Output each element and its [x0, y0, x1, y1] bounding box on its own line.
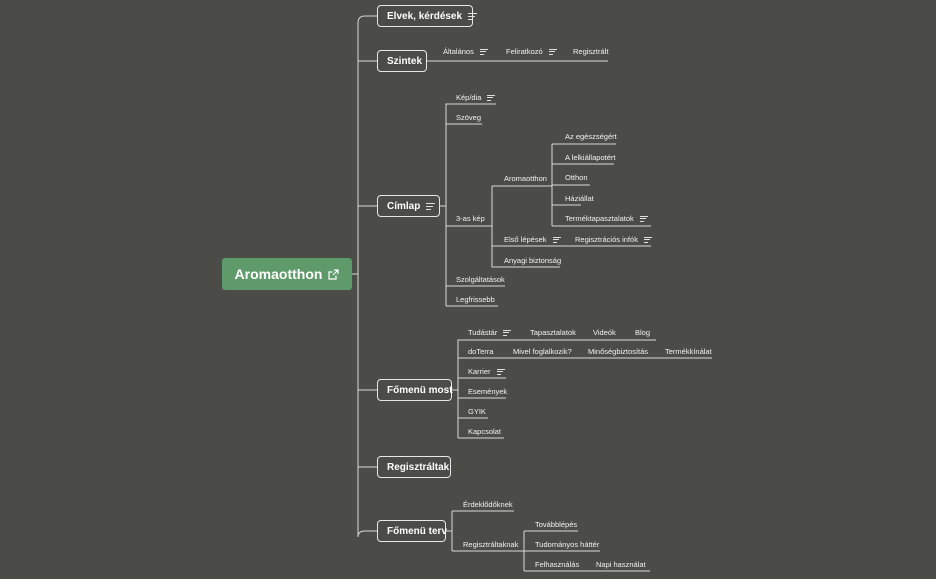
node-termektap-label: Terméktapasztalatok [565, 214, 634, 223]
node-napi[interactable]: Napi használat [596, 560, 646, 569]
node-doterra-label: doTerra [468, 347, 494, 356]
node-szoveg-label: Szöveg [456, 113, 482, 122]
node-regisztralt-label: Regisztrált [573, 47, 609, 56]
node-mivel[interactable]: Mivel foglalkozik? [513, 347, 572, 356]
node-lelki[interactable]: A lelkiállapotért [565, 153, 615, 162]
node-minoseg[interactable]: Minőségbiztosítás [588, 347, 648, 356]
node-aromaotthon-label: Aromaotthon [504, 174, 547, 183]
node-egeszseg-label: Az egészségért [565, 132, 617, 141]
notes-icon [552, 236, 561, 243]
topic-fomenu-most[interactable]: Főmenü most [377, 379, 453, 401]
topic-szintek-label: Szintek [387, 55, 423, 67]
node-gyik[interactable]: GYIK [468, 407, 486, 416]
node-termektap[interactable]: Terméktapasztalatok [565, 214, 648, 223]
node-otthon-label: Otthon [565, 173, 588, 182]
node-otthon[interactable]: Otthon [565, 173, 588, 182]
node-legfrissebb[interactable]: Legfrissebb [456, 295, 495, 304]
node-erdeklodoknek-label: Érdeklődőknek [463, 500, 513, 509]
node-egeszseg[interactable]: Az egészségért [565, 132, 617, 141]
notes-icon [643, 236, 652, 243]
node-anyagi-label: Anyagi biztonság [504, 256, 562, 265]
node-mivel-label: Mivel foglalkozik? [513, 347, 572, 356]
node-erdeklodoknek[interactable]: Érdeklődőknek [463, 500, 513, 509]
node-esemenyek[interactable]: Események [468, 387, 507, 396]
node-tapasztalatok[interactable]: Tapasztalatok [530, 328, 576, 337]
node-karrier-label: Karrier [468, 367, 491, 376]
node-feliratkozo-label: Feliratkozó [506, 47, 543, 56]
node-altalanos-label: Általános [443, 47, 474, 56]
node-tovabblepes-label: Továbblépés [535, 520, 578, 529]
notes-icon [639, 215, 648, 222]
node-napi-label: Napi használat [596, 560, 646, 569]
node-regisztracios[interactable]: Regisztrációs infók [575, 235, 652, 244]
node-videok-label: Videók [593, 328, 616, 337]
topic-szintek[interactable]: Szintek [377, 50, 427, 72]
notes-icon [548, 48, 557, 55]
topic-cimlap-label: Címlap [387, 200, 421, 212]
node-altalanos[interactable]: Általános [443, 47, 488, 56]
node-esemenyek-label: Események [468, 387, 508, 396]
node-regisztraltaknak-label: Regisztráltaknak [463, 540, 519, 549]
node-tudomanyos-label: Tudományos háttér [535, 540, 600, 549]
node-tovabblepes[interactable]: Továbblépés [535, 520, 577, 529]
topic-fomenu-terv[interactable]: Főmenü terv [377, 520, 448, 542]
topic-regisztraltak-label: Regisztráltak [387, 461, 450, 473]
external-link-icon[interactable] [328, 268, 340, 280]
node-termekkinalat-label: Termékkínálat [665, 347, 712, 356]
node-feliratkozo[interactable]: Feliratkozó [506, 47, 557, 56]
central-topic[interactable]: Aromaotthon [222, 258, 352, 290]
node-elso-label: Első lépések [504, 235, 547, 244]
node-szolgaltatasok[interactable]: Szolgáltatások [456, 275, 505, 284]
node-elso[interactable]: Első lépések [504, 235, 561, 244]
node-karrier[interactable]: Karrier [468, 367, 505, 376]
node-gyik-label: GYIK [468, 407, 486, 416]
node-harom-kep[interactable]: 3-as kép [456, 214, 485, 223]
topic-cimlap[interactable]: Címlap [377, 195, 440, 217]
notes-icon [487, 94, 496, 101]
node-tudastar-label: Tudástár [468, 328, 498, 337]
node-szolgaltatasok-label: Szolgáltatások [456, 275, 505, 284]
node-szoveg[interactable]: Szöveg [456, 113, 481, 122]
notes-icon [496, 368, 505, 375]
node-blog[interactable]: Blog [635, 328, 650, 337]
notes-icon [479, 48, 488, 55]
node-harom-kep-label: 3-as kép [456, 214, 485, 223]
node-tudomanyos[interactable]: Tudományos háttér [535, 540, 599, 549]
node-tapasztalatok-label: Tapasztalatok [530, 328, 576, 337]
notes-icon [503, 329, 512, 336]
node-videok[interactable]: Videók [593, 328, 616, 337]
node-legfrissebb-label: Legfrissebb [456, 295, 495, 304]
node-haziallat-label: Háziállat [565, 194, 594, 203]
node-felhasznalas-label: Felhasználás [535, 560, 580, 569]
node-termekkinalat[interactable]: Termékkínálat [665, 347, 712, 356]
node-anyagi[interactable]: Anyagi biztonság [504, 256, 561, 265]
node-haziallat[interactable]: Háziállat [565, 194, 594, 203]
node-regisztraltaknak[interactable]: Regisztráltaknak [463, 540, 518, 549]
node-kapcsolat-label: Kapcsolat [468, 427, 501, 436]
node-lelki-label: A lelkiállapotért [565, 153, 616, 162]
node-tudastar[interactable]: Tudástár [468, 328, 512, 337]
notes-icon [426, 202, 436, 210]
node-blog-label: Blog [635, 328, 651, 337]
node-regisztralt[interactable]: Regisztrált [573, 47, 608, 56]
node-regisztracios-label: Regisztrációs infók [575, 235, 638, 244]
topic-elvek-label: Elvek, kérdések [387, 10, 463, 22]
node-kapcsolat[interactable]: Kapcsolat [468, 427, 501, 436]
node-kepdia-label: Kép/dia [456, 93, 482, 102]
node-aromaotthon[interactable]: Aromaotthon [504, 174, 547, 183]
node-kepdia[interactable]: Kép/dia [456, 93, 496, 102]
node-minoseg-label: Minőségbiztosítás [588, 347, 649, 356]
central-topic-label: Aromaotthon [234, 266, 323, 282]
node-felhasznalas[interactable]: Felhasználás [535, 560, 579, 569]
topic-regisztraltak[interactable]: Regisztráltak [377, 456, 451, 478]
topic-fomenu-most-label: Főmenü most [387, 384, 453, 396]
node-doterra[interactable]: doTerra [468, 347, 493, 356]
topic-elvek[interactable]: Elvek, kérdések [377, 5, 478, 27]
topic-fomenu-terv-label: Főmenü terv [387, 525, 448, 537]
